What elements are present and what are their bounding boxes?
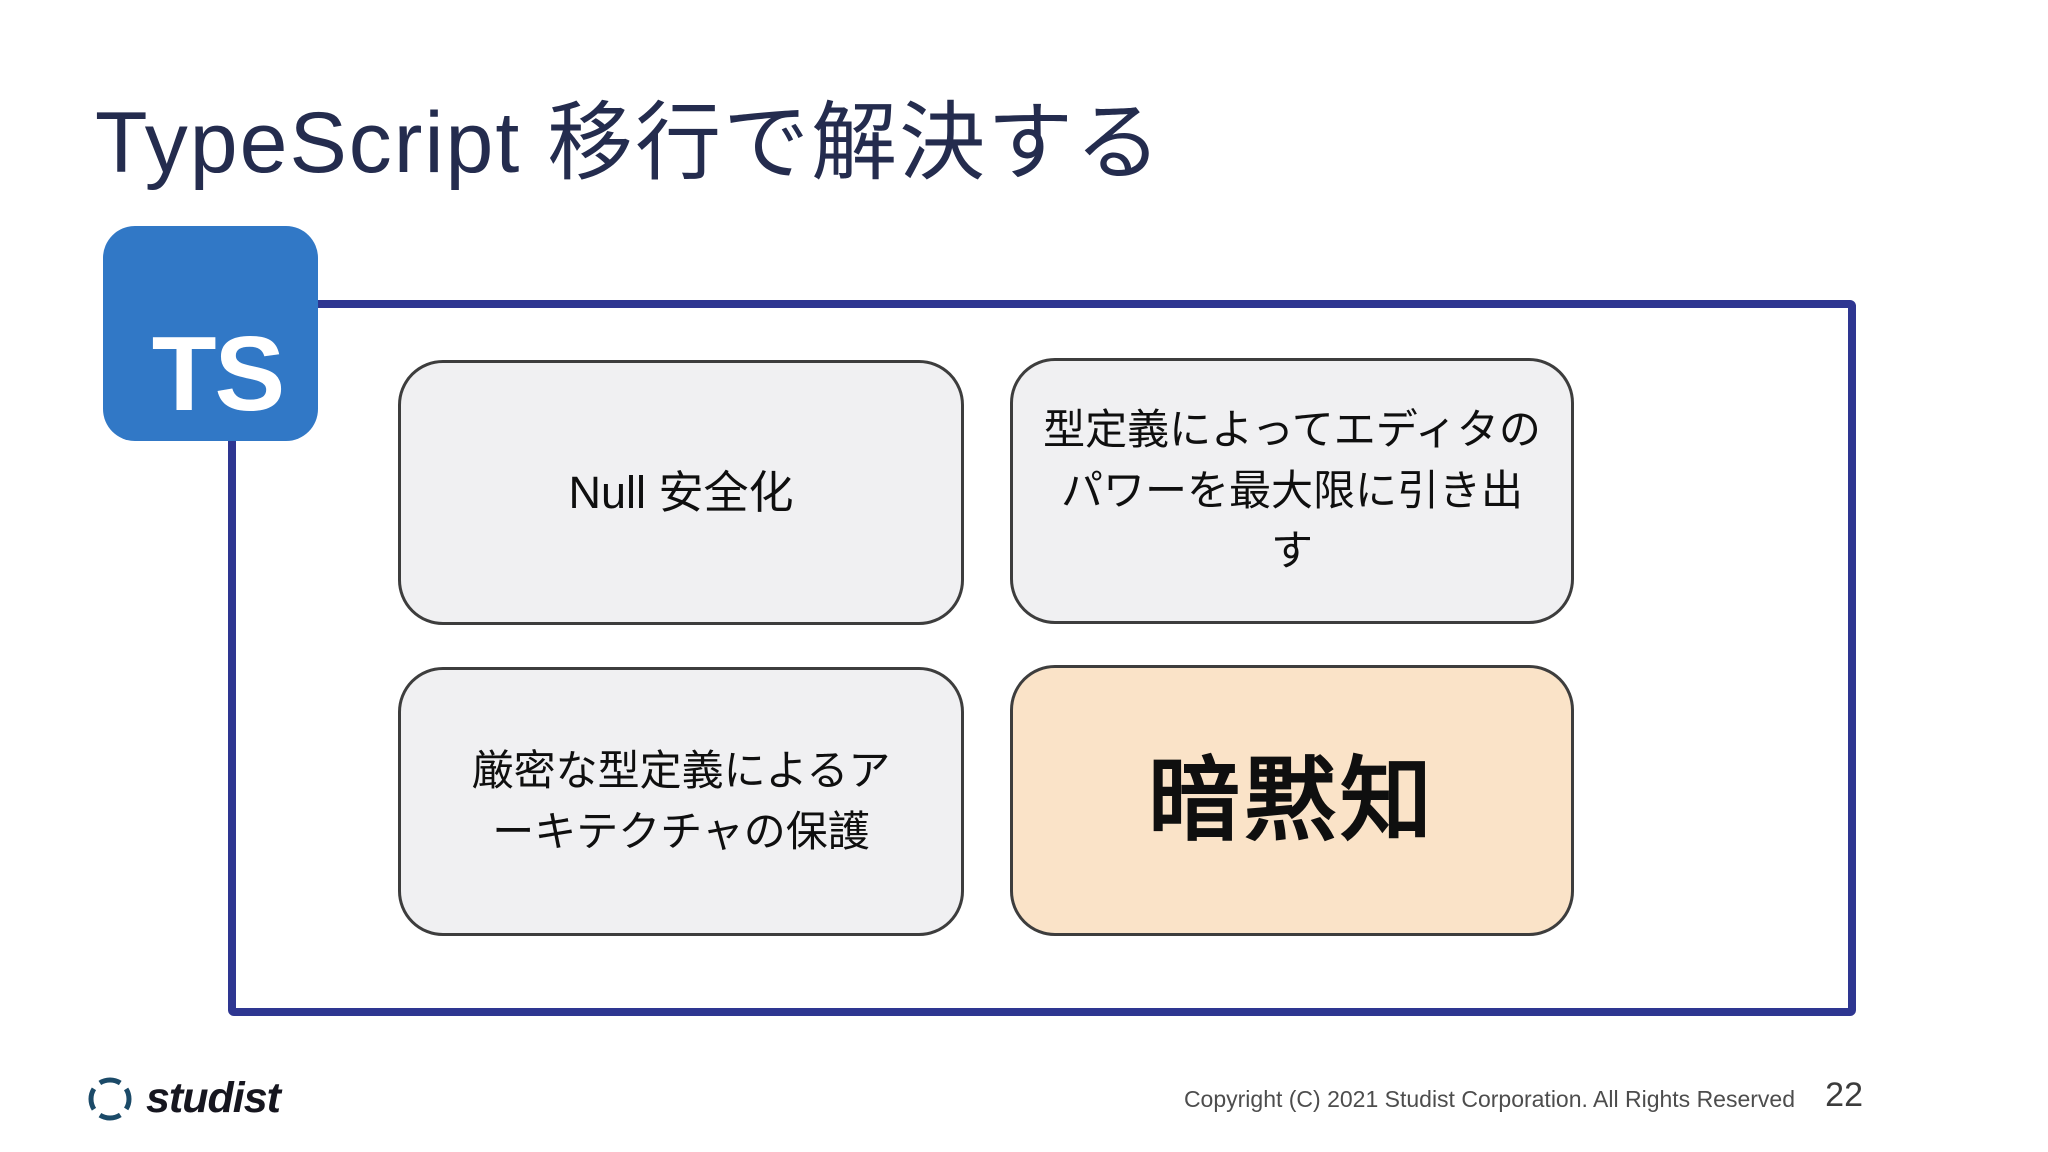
studist-circle-icon [88,1077,132,1120]
typescript-logo: TS [103,226,318,441]
benefit-card-editor-power: 型定義によってエディタの パワーを最大限に引き出す [1010,358,1574,624]
benefit-card-label: Null 安全化 [568,466,794,518]
benefit-card-null-safety: Null 安全化 [398,360,964,625]
benefit-card-label: 型定義によってエディタの パワーを最大限に引き出す [1043,405,1541,575]
studist-brand-text: studist [146,1074,281,1122]
benefit-card-label: 暗黙知 [1147,749,1436,852]
benefit-card-label: 厳密な型定義によるア ーキテクチャの保護 [471,746,891,855]
page-number: 22 [1825,1076,1863,1114]
copyright-text: Copyright (C) 2021 Studist Corporation. … [1183,1086,1795,1112]
page-title: TypeScript 移行で解決する [95,95,1164,191]
typescript-scope-frame [228,300,1856,1016]
typescript-logo-text: TS [151,315,285,433]
benefit-card-architecture-protection: 厳密な型定義によるア ーキテクチャの保護 [398,667,964,936]
studist-brand: studist [86,1074,281,1123]
benefit-card-tacit-knowledge: 暗黙知 [1010,665,1574,936]
